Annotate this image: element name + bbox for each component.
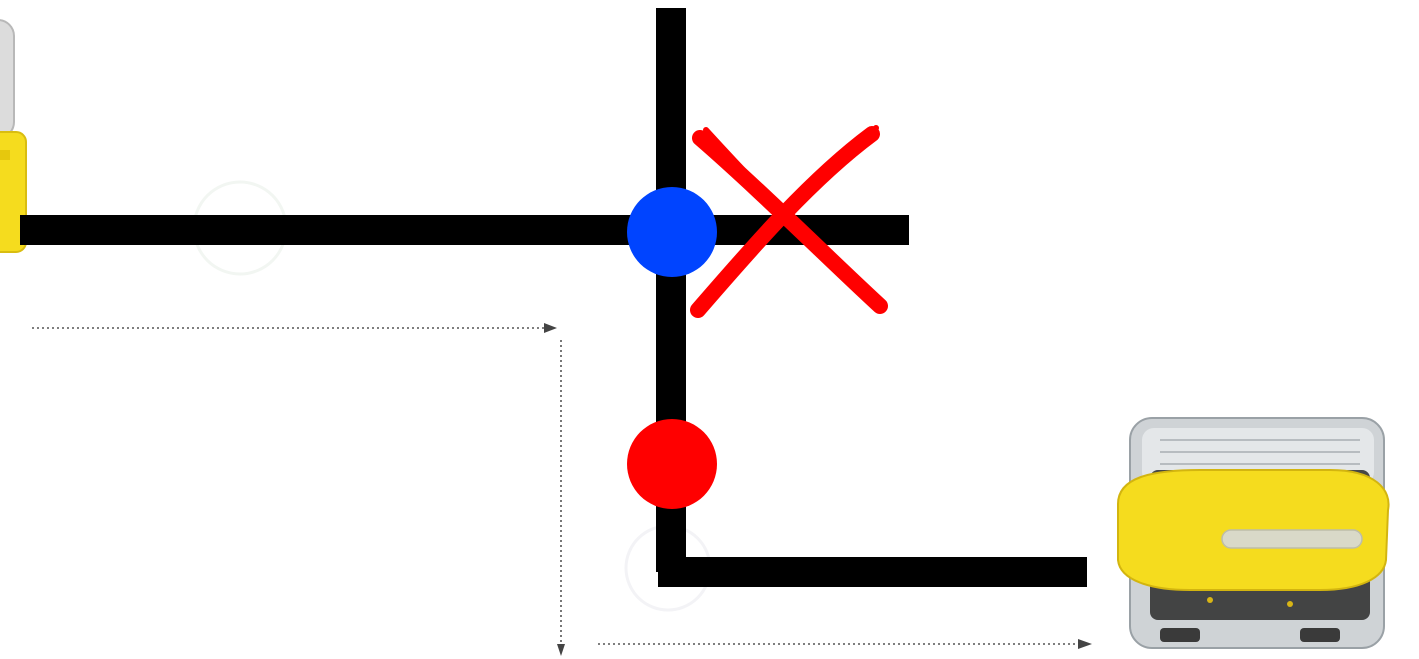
track-lines — [20, 8, 1087, 587]
arrow-head-down — [557, 644, 565, 656]
arrow-head-right-bottom — [1078, 639, 1092, 649]
blocked-x-mark — [690, 125, 888, 318]
robot-right-icon — [1117, 417, 1390, 649]
robot-left-icon — [0, 19, 27, 253]
dotted-path — [32, 327, 1080, 645]
arrow-head-right-top — [544, 323, 557, 333]
junction-marker-blue — [627, 187, 717, 277]
stop-marker-red — [627, 419, 717, 509]
